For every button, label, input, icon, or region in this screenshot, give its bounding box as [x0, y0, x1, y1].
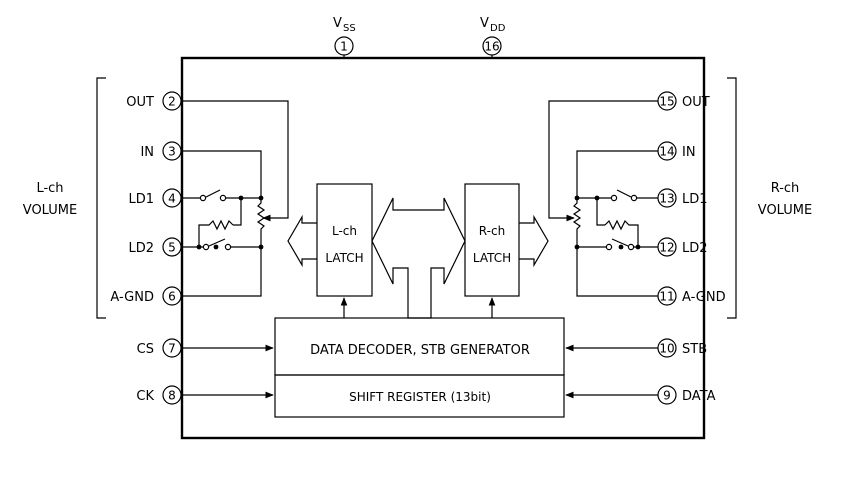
svg-text:13: 13: [659, 192, 674, 206]
pin-8-ck: CK 8: [136, 385, 182, 405]
svg-text:16: 16: [484, 40, 499, 54]
svg-text:3: 3: [168, 145, 176, 159]
svg-text:4: 4: [168, 192, 176, 206]
pin-9-data: 9 DATA: [657, 385, 716, 405]
left-volume-circuit: [181, 100, 289, 297]
svg-text:R-ch: R-ch: [479, 224, 505, 238]
svg-text:6: 6: [168, 290, 176, 304]
svg-text:V: V: [333, 16, 342, 31]
svg-text:7: 7: [168, 342, 176, 356]
pin-14-in: 14 IN: [657, 141, 696, 161]
svg-text:L-ch: L-ch: [332, 224, 357, 238]
svg-text:CS: CS: [137, 342, 154, 357]
pin-6-agnd: A-GND 6: [110, 286, 182, 306]
svg-text:2: 2: [168, 95, 176, 109]
right-group-label-2: VOLUME: [758, 203, 812, 218]
shift-register-block: SHIFT REGISTER (13bit): [274, 374, 565, 418]
pin-3-in: IN 3: [140, 141, 182, 161]
pin-7-cs: CS 7: [137, 338, 182, 358]
right-bracket: [727, 77, 737, 319]
svg-text:DATA: DATA: [682, 389, 716, 404]
r-latch-block: R-ch LATCH: [464, 183, 520, 297]
svg-text:8: 8: [168, 389, 176, 403]
svg-text:IN: IN: [140, 145, 154, 160]
svg-text:CK: CK: [136, 389, 154, 404]
svg-text:SS: SS: [343, 23, 356, 34]
svg-text:10: 10: [659, 342, 674, 356]
svg-text:LD1: LD1: [128, 192, 154, 207]
svg-text:11: 11: [659, 290, 674, 304]
l-latch-output-arrow: [287, 214, 317, 268]
svg-text:SHIFT REGISTER (13bit): SHIFT REGISTER (13bit): [349, 390, 491, 404]
svg-text:1: 1: [340, 40, 348, 54]
decoder-block: DATA DECODER, STB GENERATOR: [274, 317, 565, 376]
svg-text:DD: DD: [490, 23, 506, 34]
l-latch-block: L-ch LATCH: [316, 183, 373, 297]
pin-15-out: 15 OUT: [657, 91, 710, 111]
svg-text:LD2: LD2: [682, 241, 708, 256]
svg-text:LD2: LD2: [128, 241, 154, 256]
data-bus-arrow: [371, 197, 466, 319]
svg-text:15: 15: [659, 95, 674, 109]
svg-text:DATA DECODER, STB GENERATOR: DATA DECODER, STB GENERATOR: [310, 343, 530, 358]
pin-vss: V SS 1: [333, 16, 356, 58]
chip-outline: [180, 56, 706, 440]
svg-text:A-GND: A-GND: [682, 290, 726, 305]
svg-text:12: 12: [659, 241, 674, 255]
svg-text:9: 9: [663, 389, 671, 403]
pin-vdd: V DD 16: [480, 16, 506, 58]
svg-text:14: 14: [659, 145, 674, 159]
right-volume-circuit: [548, 100, 658, 297]
svg-text:STB: STB: [682, 342, 707, 357]
pin-2-out: OUT 2: [126, 91, 182, 111]
svg-text:5: 5: [168, 241, 176, 255]
svg-text:A-GND: A-GND: [110, 290, 154, 305]
svg-text:V: V: [480, 16, 489, 31]
left-group-label-1: L-ch: [36, 181, 63, 196]
pin-11-agnd: 11 A-GND: [657, 286, 726, 306]
svg-text:OUT: OUT: [682, 95, 710, 110]
svg-text:OUT: OUT: [126, 95, 154, 110]
left-pins: OUT 2 IN 3 LD1 4 LD2 5 A-GND 6 CS 7 CK 8: [110, 91, 182, 405]
left-bracket: [96, 77, 106, 319]
svg-text:LATCH: LATCH: [325, 251, 363, 265]
svg-text:IN: IN: [682, 145, 696, 160]
pin-12-ld2: 12 LD2: [657, 237, 708, 257]
left-group-label-2: VOLUME: [23, 203, 77, 218]
svg-text:LD1: LD1: [682, 192, 708, 207]
pin-4-ld1: LD1 4: [128, 188, 182, 208]
pin-13-ld1: 13 LD1: [657, 188, 708, 208]
pin-5-ld2: LD2 5: [128, 237, 182, 257]
right-pins: 15 OUT 14 IN 13 LD1 12 LD2 11 A-GND 10 STB 9 DA…: [657, 91, 726, 405]
right-group-label-1: R-ch: [771, 181, 800, 196]
r-latch-output-arrow: [519, 214, 549, 268]
svg-text:LATCH: LATCH: [473, 251, 511, 265]
pin-10-stb: 10 STB: [657, 338, 707, 358]
